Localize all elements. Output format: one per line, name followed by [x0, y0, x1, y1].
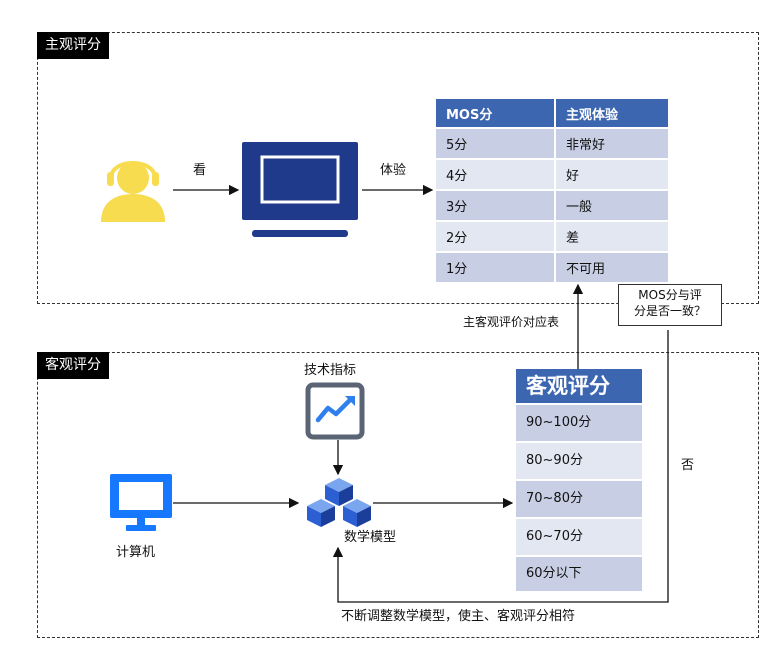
label-math-model: 数学模型	[344, 530, 397, 545]
table-row: 5分 非常好	[436, 127, 670, 158]
list-item: 90~100分	[516, 403, 642, 441]
table-row: 2分 差	[436, 220, 670, 251]
mos-cell-experience: 一般	[556, 189, 670, 220]
mos-cell-experience: 不可用	[556, 251, 670, 282]
label-tech-indicator: 技术指标	[304, 363, 357, 378]
user-headset-icon	[97, 152, 169, 224]
cubes-model-icon	[303, 476, 375, 532]
mos-cell-experience: 好	[556, 158, 670, 189]
objective-panel-label: 客观评分	[37, 352, 109, 379]
label-watch: 看	[193, 163, 207, 178]
list-item: 70~80分	[516, 479, 642, 517]
label-experience: 体验	[380, 163, 407, 178]
mos-cell-experience: 差	[556, 220, 670, 251]
feedback-loop	[332, 330, 669, 603]
mos-table: MOS分 主观体验 5分 非常好 4分 好 3分 一般 2分 差 1分 不可用	[436, 99, 670, 282]
label-computer: 计算机	[116, 545, 156, 560]
table-row: 1分 不可用	[436, 251, 670, 282]
list-item: 80~90分	[516, 441, 642, 479]
label-mapping: 主客观评价对应表	[463, 315, 560, 329]
mos-cell-score: 3分	[436, 189, 556, 220]
table-row: 3分 一般	[436, 189, 670, 220]
list-item: 60~70分	[516, 517, 642, 555]
callout-line-2: 分是否一致？	[633, 304, 706, 318]
mos-header-experience: 主观体验	[556, 99, 670, 127]
mos-cell-score: 1分	[436, 251, 556, 282]
consistency-callout: MOS分与评 分是否一致？	[618, 284, 722, 326]
mos-cell-experience: 非常好	[556, 127, 670, 158]
table-row: 4分 好	[436, 158, 670, 189]
objective-score-title: 客观评分	[516, 369, 642, 403]
monitor-icon	[240, 140, 362, 240]
subjective-panel-label: 主观评分	[37, 32, 109, 59]
mos-cell-score: 2分	[436, 220, 556, 251]
mos-cell-score: 5分	[436, 127, 556, 158]
label-feedback: 不断调整数学模型，使主、客观评分相符	[341, 609, 576, 624]
mos-cell-score: 4分	[436, 158, 556, 189]
objective-panel	[37, 352, 759, 638]
mos-header-score: MOS分	[436, 99, 556, 127]
list-item: 60分以下	[516, 555, 642, 591]
computer-icon	[108, 472, 174, 534]
chart-trend-icon	[305, 382, 365, 440]
subjective-panel	[37, 32, 759, 304]
callout-line-1: MOS分与评	[638, 288, 702, 302]
label-no: 否	[681, 458, 695, 473]
